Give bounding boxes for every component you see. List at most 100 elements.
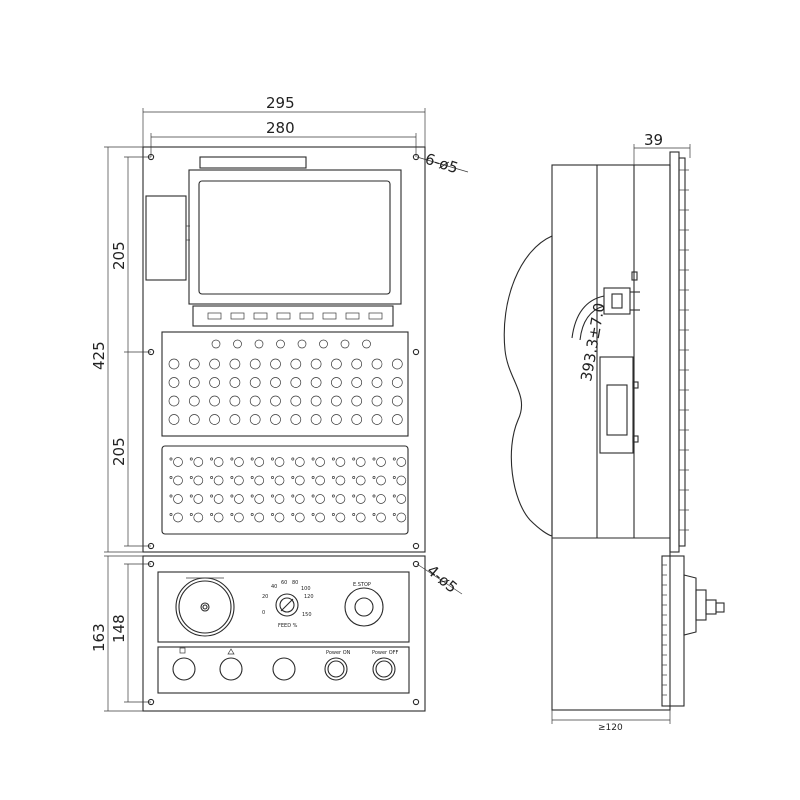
key-led [230,494,234,498]
key-led [271,494,274,498]
key [233,339,242,349]
key [335,475,346,486]
key [234,457,244,467]
handwheel [175,577,235,637]
key [376,494,386,504]
key [355,494,366,504]
key [249,377,261,388]
key-led [392,494,396,498]
key-led [271,513,274,516]
dial-tick-40: 40 [271,584,277,590]
key-led [291,513,295,516]
key [211,339,221,349]
estop-label: E.STOP [353,582,371,588]
feed-hold-button [219,657,243,681]
power-on-button [324,657,348,681]
key [254,457,265,467]
key-led [210,457,214,461]
emergency-stop: E.STOP [344,582,384,627]
key [355,475,366,486]
key-led [352,476,356,479]
key [193,475,204,486]
key [391,395,403,407]
dial-tick-120: 120 [304,594,314,600]
key [274,457,285,467]
key-led [250,476,254,479]
dim-280: 280 [266,119,295,137]
key [290,414,302,425]
key [254,512,265,523]
key-led [169,494,173,498]
key [371,395,383,407]
key [396,494,407,504]
front-plate [669,151,680,553]
key [376,457,386,467]
key [213,457,224,467]
key [290,358,302,370]
cable [571,295,605,339]
key [270,358,281,370]
key [188,395,200,407]
key [254,475,265,486]
key-led [372,494,376,498]
key [168,414,180,425]
key [315,475,325,486]
key [229,395,241,407]
key [173,457,183,467]
key [193,494,204,504]
connector-block [603,287,631,315]
key [294,475,305,486]
key [310,358,322,370]
dim-cable-length: 393.3±7.0 [577,301,609,382]
key [188,377,200,388]
key-led [372,513,376,516]
key [396,475,407,486]
upper-keypad [161,331,409,437]
dim-205-lower: 205 [110,437,128,466]
key [188,414,200,425]
key [213,512,224,523]
key-led [189,457,193,461]
softkey-strip [192,305,394,327]
key [335,494,346,504]
key-led [230,476,234,479]
key-led [311,457,315,461]
key [331,395,342,407]
key [355,512,366,523]
key-led [250,457,254,461]
key-led [189,476,193,479]
dial-tick-80: 80 [292,580,298,586]
key-led [352,457,356,461]
key-led [230,513,234,516]
key-led [169,513,173,516]
dim-6-holes: 6-ø5 [423,150,461,178]
power-on-label: Power ON [326,650,351,656]
key [310,377,322,388]
key-led [189,513,193,516]
softkey [368,312,383,320]
key [209,395,220,407]
key [351,395,363,407]
screen-bezel [188,169,402,305]
key [249,395,261,407]
dim-163: 163 [90,623,108,652]
key-led [210,513,214,516]
operator-panel-lower [157,646,410,694]
key-led [352,513,356,516]
key [362,339,371,349]
dial-tick-20: 20 [262,594,268,600]
key [396,512,407,523]
side-slot [145,195,187,281]
dim-425: 425 [90,341,108,370]
key [188,358,200,370]
dial-tick-60: 60 [281,580,287,586]
upper-panel-outline [142,146,426,553]
key [270,377,281,388]
dial-tick-0: 0 [262,610,265,616]
key [391,377,403,388]
key [297,339,307,349]
top-label-slot [199,156,307,169]
key [193,512,204,523]
key-led [392,476,396,479]
